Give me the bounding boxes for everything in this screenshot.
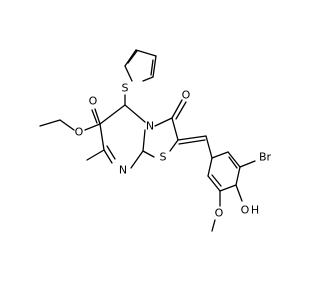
atom-label-methoxy-oxygen: O [215,207,224,220]
atom-label-ring-nitrogen: N [146,120,154,133]
ethyl-ester-group [39,108,101,131]
atom-label-thiazole-sulfur: S [160,151,167,164]
ring-substituents [211,160,256,232]
atom-label-hydroxy-oxygen: O [241,204,250,217]
structure-canvas: S O O O N N S Br O H O [39,49,272,232]
atom-label-ketone-oxygen: O [182,89,191,102]
benzylidene-linker [177,135,213,159]
atom-label-imine-nitrogen: N [119,164,127,177]
atom-label-thiophene-sulfur: S [122,82,129,95]
thiophene-ring [124,49,157,82]
benzene-ring [207,151,241,192]
atom-label-ester-oxygen: O [75,126,84,139]
molecule-structure: S O O O N N S Br O H O [39,49,272,232]
pyrimidine-ring [86,94,146,169]
atom-labels: S O O O N N S Br O H O [75,82,272,220]
atom-label-ester-carbonyl-oxygen: O [89,95,98,108]
thiazole-ring [142,99,187,158]
atom-label-hydroxy-hydrogen: H [251,204,259,217]
atom-label-bromine: Br [259,151,272,164]
